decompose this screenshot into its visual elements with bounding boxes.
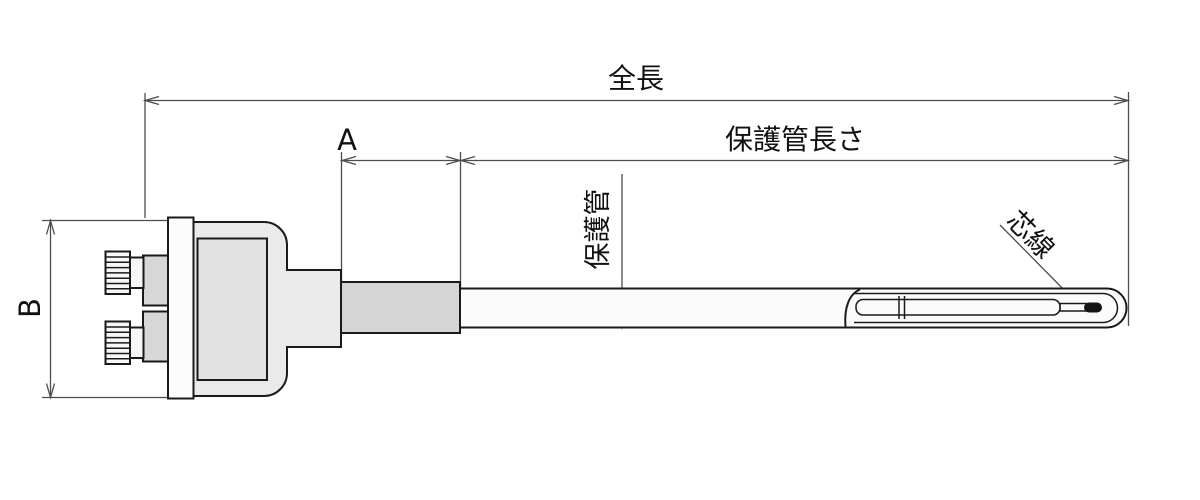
protection-tube-label: 保護管 xyxy=(583,189,614,270)
arrow-left-icon xyxy=(142,95,160,106)
protection-tube xyxy=(455,287,1128,329)
tube-cutaway-curve xyxy=(844,288,861,327)
arrow-up-icon xyxy=(45,218,56,235)
arrow-left-icon xyxy=(339,155,357,166)
arrow-down-icon xyxy=(45,383,56,400)
knurl-stripes xyxy=(105,256,130,290)
core-wire-tip xyxy=(1084,302,1102,313)
terminal-block-top xyxy=(142,254,169,307)
mounting-plate xyxy=(167,216,195,400)
core-wire-label: 芯線 xyxy=(1000,205,1060,265)
head-inner-panel xyxy=(196,237,268,381)
terminal-screw-top xyxy=(104,250,145,295)
section-a-sleeve xyxy=(340,281,461,334)
terminal-screw-bottom xyxy=(104,320,145,365)
screw-stem xyxy=(129,256,145,289)
dim-b-label: B xyxy=(13,298,47,318)
dim-a-label: A xyxy=(337,123,357,157)
knurl-stripes xyxy=(105,326,130,360)
sensor-body xyxy=(104,216,1128,400)
arrow-right-icon xyxy=(445,155,463,166)
screw-stem xyxy=(129,326,145,359)
tube-inner-wall xyxy=(854,292,1119,324)
tube-length-label: 保護管長さ xyxy=(725,123,865,156)
total-length-label: 全長 xyxy=(608,62,664,95)
arrow-right-icon xyxy=(1113,95,1131,106)
terminal-block-bottom xyxy=(142,310,169,363)
rod-break-marks xyxy=(898,296,906,319)
arrow-right-icon xyxy=(1113,155,1131,166)
